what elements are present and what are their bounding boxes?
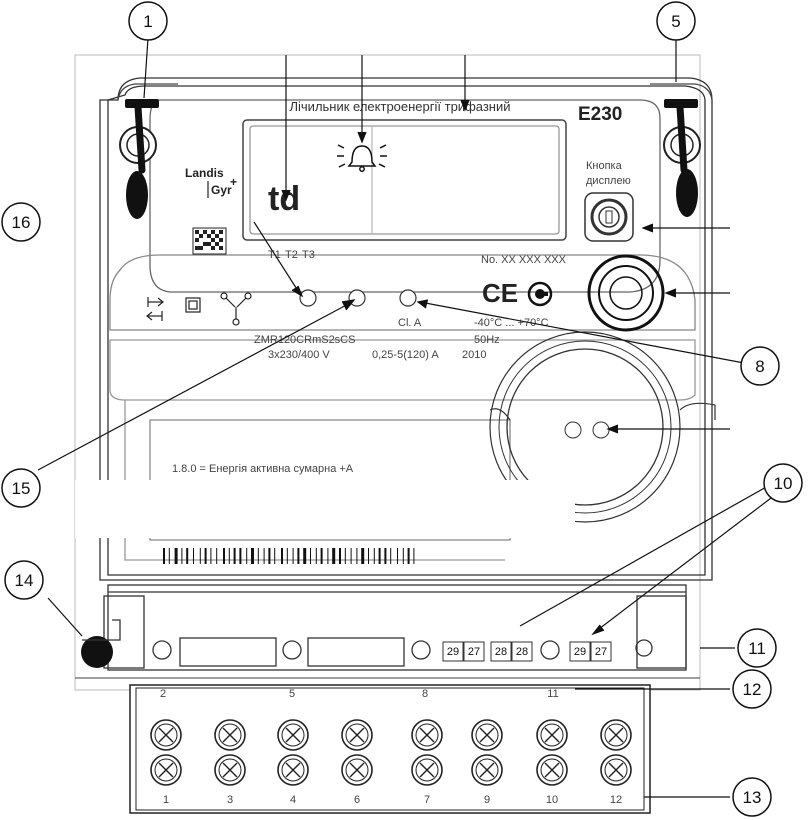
callout-8: 8: [740, 346, 780, 386]
terminal-screw: [411, 754, 443, 786]
terminal-bottom-3: 3: [227, 794, 233, 806]
lcd-text: td: [268, 180, 300, 218]
callout-number: 13: [743, 788, 762, 807]
terminal-screw: [341, 754, 373, 786]
current-range: 0,25-5(120) A: [372, 349, 439, 361]
terminal-screw: [214, 719, 246, 751]
svg-text:29: 29: [574, 646, 586, 658]
terminal-screw: [150, 719, 182, 751]
callout-number: 16: [12, 213, 31, 232]
terminal-screw: [600, 754, 632, 786]
status-led: [399, 289, 417, 307]
svg-text:+: +: [230, 175, 237, 189]
left-seal-screw: [119, 99, 159, 219]
meter-body: [74, 54, 713, 691]
energy-direction-icons: [146, 292, 252, 326]
meter-model: E230: [578, 104, 622, 125]
nominal-voltage: 3x230/400 V: [268, 349, 330, 361]
temperature-range: -40°C ... +70°C: [474, 317, 549, 329]
callout-11: 11: [737, 628, 777, 668]
terminal-cover: [75, 584, 700, 679]
callout-number: 10: [774, 474, 793, 493]
approval-mark-icon: [527, 281, 553, 307]
callout-10: 10: [763, 463, 803, 503]
terminal-bottom-7: 7: [424, 794, 430, 806]
terminal-screw: [471, 754, 503, 786]
terminal-screws: [150, 719, 632, 786]
callout-number: 8: [755, 357, 764, 376]
terminal-screw: [536, 719, 568, 751]
bell-alarm-icon: [337, 144, 387, 172]
terminal-top-11: 11: [547, 688, 558, 700]
terminal-screw: [214, 754, 246, 786]
tariff-t3: T3: [302, 249, 315, 261]
seal-icon: [489, 331, 716, 523]
terminal-screw: [277, 719, 309, 751]
terminal-bottom-6: 6: [354, 794, 360, 806]
callout-13: 13: [732, 777, 772, 817]
manufacture-year: 2010: [462, 349, 486, 361]
blank-area: [75, 480, 575, 538]
terminal-screw: [341, 719, 373, 751]
callout-15: 15: [1, 468, 41, 508]
callout-14: 14: [4, 560, 44, 600]
obis-line: 1.8.0 = Енергія активна сумарна +A: [172, 463, 354, 475]
type-code: ZMR120CRmS2sCS: [254, 334, 355, 346]
terminal-screw: [536, 754, 568, 786]
display-button-label-2: дисплею: [586, 175, 631, 187]
display-button[interactable]: [584, 192, 634, 242]
terminal-cover-seal: [81, 619, 121, 668]
terminal-top-2: 2: [160, 688, 166, 700]
meter-title: Лічильник електроенергії трифазний: [289, 99, 510, 114]
terminal-bottom-1: 1: [163, 794, 169, 806]
terminal-bottom-9: 9: [484, 794, 490, 806]
terminal-bottom-12: 12: [610, 794, 622, 806]
svg-text:28: 28: [516, 646, 528, 658]
terminal-screw: [471, 719, 503, 751]
auxiliary-terminals: 29 27 28 28 29 27: [442, 641, 612, 662]
callout-number: 12: [743, 680, 762, 699]
svg-text:29: 29: [447, 646, 459, 658]
serial-number: No. XX XXX XXX: [481, 254, 567, 266]
accuracy-class: Cl. A: [398, 317, 422, 329]
optical-port-icon: [587, 254, 665, 332]
callout-5: 5: [656, 1, 696, 41]
right-seal-screw: [663, 99, 701, 217]
callout-number: 11: [748, 639, 766, 658]
ce-mark: CE: [482, 278, 518, 308]
callout-number: 1: [143, 12, 152, 31]
datamatrix-code-icon: [192, 227, 227, 255]
terminal-top-5: 5: [289, 688, 295, 700]
terminal-top-8: 8: [422, 688, 428, 700]
callout-number: 15: [12, 479, 31, 498]
callout-number: 5: [671, 12, 680, 31]
frequency: 50Hz: [474, 334, 500, 346]
main-terminal-strip: [129, 684, 651, 814]
callout-1: 1: [128, 1, 168, 41]
callout-leaders: [37, 37, 776, 798]
svg-text:Gyr: Gyr: [211, 183, 232, 197]
terminal-screw: [277, 754, 309, 786]
svg-text:27: 27: [595, 646, 607, 658]
terminal-bottom-4: 4: [290, 794, 296, 806]
callout-12: 12: [732, 669, 772, 709]
tariff-t2: T2: [285, 249, 298, 261]
callout-number: 14: [15, 571, 34, 590]
display-button-label-1: Кнопка: [586, 160, 623, 172]
barcode-icon: [163, 548, 415, 564]
svg-text:Landis: Landis: [185, 166, 224, 180]
terminal-screw: [600, 719, 632, 751]
terminal-screw: [150, 754, 182, 786]
terminal-screw: [411, 719, 443, 751]
brand-logo: Landis Gyr +: [185, 166, 237, 198]
terminal-bottom-10: 10: [546, 794, 558, 806]
pulse-led-reactive: [299, 289, 317, 307]
svg-text:28: 28: [495, 646, 507, 658]
callout-16: 16: [1, 202, 41, 242]
svg-text:27: 27: [468, 646, 480, 658]
